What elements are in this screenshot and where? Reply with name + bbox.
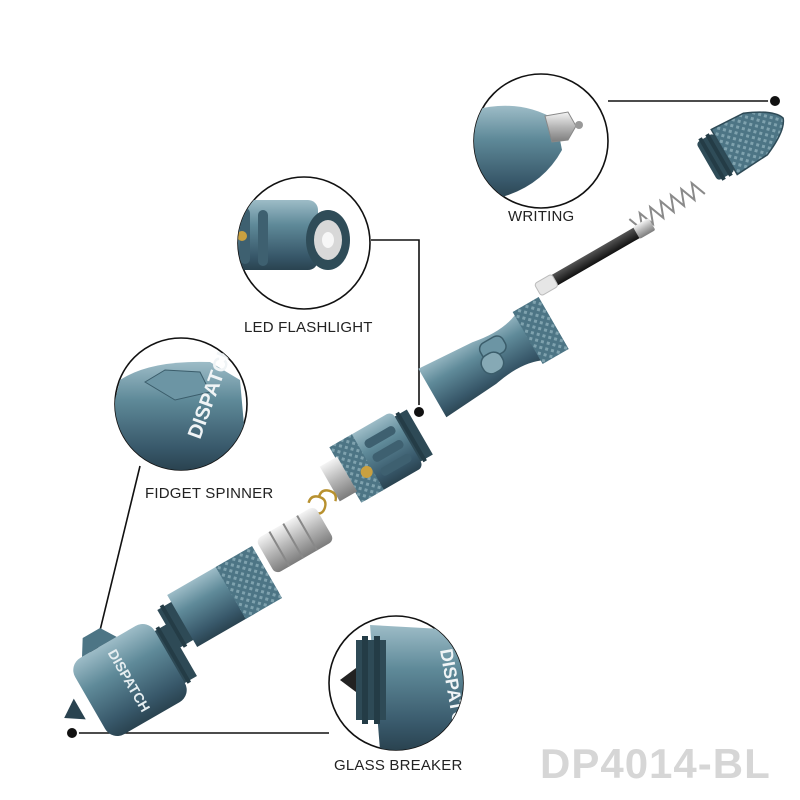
upper-barrel: [418, 297, 569, 418]
detail-circle-led-flashlight: [237, 176, 371, 310]
battery-pack: [257, 507, 333, 573]
label-fidget-spinner: FIDGET SPINNER: [145, 485, 274, 502]
model-code: DP4014-BL: [540, 740, 771, 787]
ink-refill: [534, 218, 655, 296]
label-led-flashlight: LED FLASHLIGHT: [244, 319, 373, 336]
led-flashlight-module: [319, 409, 433, 503]
label-glass-breaker: GLASS BREAKER: [334, 757, 463, 774]
lower-barrel: [157, 546, 283, 649]
detail-circle-fidget-spinner: DISPATCH: [114, 337, 248, 471]
spring-icon: [628, 180, 706, 233]
glass-breaker-base: DISPATCH: [64, 624, 197, 736]
label-writing: WRITING: [508, 208, 575, 225]
writing-tip-cap: [697, 111, 785, 181]
callout-line-fidget: [94, 465, 141, 652]
battery-spring-icon: [307, 489, 338, 515]
detail-circle-glass-breaker: DISPATCH: [328, 615, 464, 751]
callout-line-led: [371, 239, 420, 412]
detail-circle-writing: [473, 73, 609, 209]
